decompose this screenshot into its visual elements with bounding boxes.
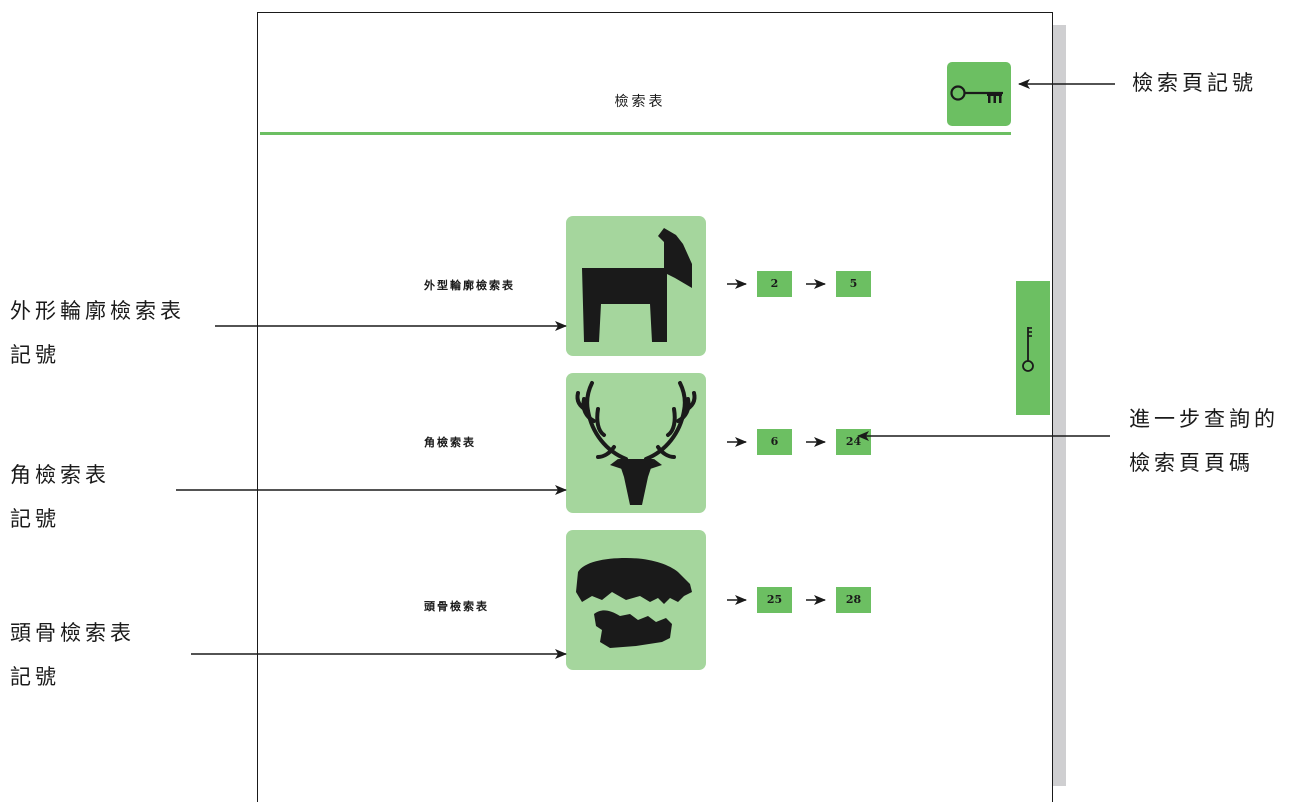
row-label-skull: 頭骨檢索表: [424, 600, 489, 613]
skull-to-page: 28: [836, 587, 871, 613]
horse-silhouette-icon: [582, 228, 692, 342]
callout-next-line1: 進一步查詢的: [1129, 407, 1279, 431]
skull-from-page: 25: [757, 587, 792, 613]
header-rule: [260, 132, 1011, 135]
callout-skull-key: 頭骨檢索表 記號: [10, 611, 135, 699]
antler-skull-icon: [575, 381, 697, 505]
outline-to-page: 5: [836, 271, 871, 297]
callout-next-line2: 檢索頁頁碼: [1129, 451, 1254, 475]
key-icon: [950, 85, 1003, 103]
callout-skull-line2: 記號: [10, 665, 60, 689]
outline-key-icon-box: [566, 216, 706, 356]
callout-antler-line1: 角檢索表: [10, 463, 110, 487]
row-label-antler: 角檢索表: [424, 436, 476, 449]
skull-jaw-icon: [576, 558, 692, 648]
callout-skull-line1: 頭骨檢索表: [10, 621, 135, 645]
antler-key-icon-box: [566, 373, 706, 513]
callout-antler-line2: 記號: [10, 507, 60, 531]
callout-antler-key: 角檢索表 記號: [10, 453, 110, 541]
page-shadow: [1053, 25, 1066, 786]
vertical-key-icon: [1022, 327, 1034, 372]
index-key-badge: [947, 62, 1011, 126]
page-title: 檢索表: [614, 94, 666, 110]
side-key-tab: [1016, 281, 1050, 415]
callout-index-mark: 檢索頁記號: [1132, 71, 1257, 95]
callout-outline-key: 外形輪廓檢索表 記號: [10, 289, 185, 377]
antler-from-page: 6: [757, 429, 792, 455]
row-label-outline: 外型輪廓檢索表: [424, 279, 515, 292]
callout-next-pages: 進一步查詢的 檢索頁頁碼: [1129, 397, 1279, 485]
callout-outline-line1: 外形輪廓檢索表: [10, 299, 185, 323]
skull-key-icon-box: [566, 530, 706, 670]
callout-outline-line2: 記號: [10, 343, 60, 367]
outline-from-page: 2: [757, 271, 792, 297]
